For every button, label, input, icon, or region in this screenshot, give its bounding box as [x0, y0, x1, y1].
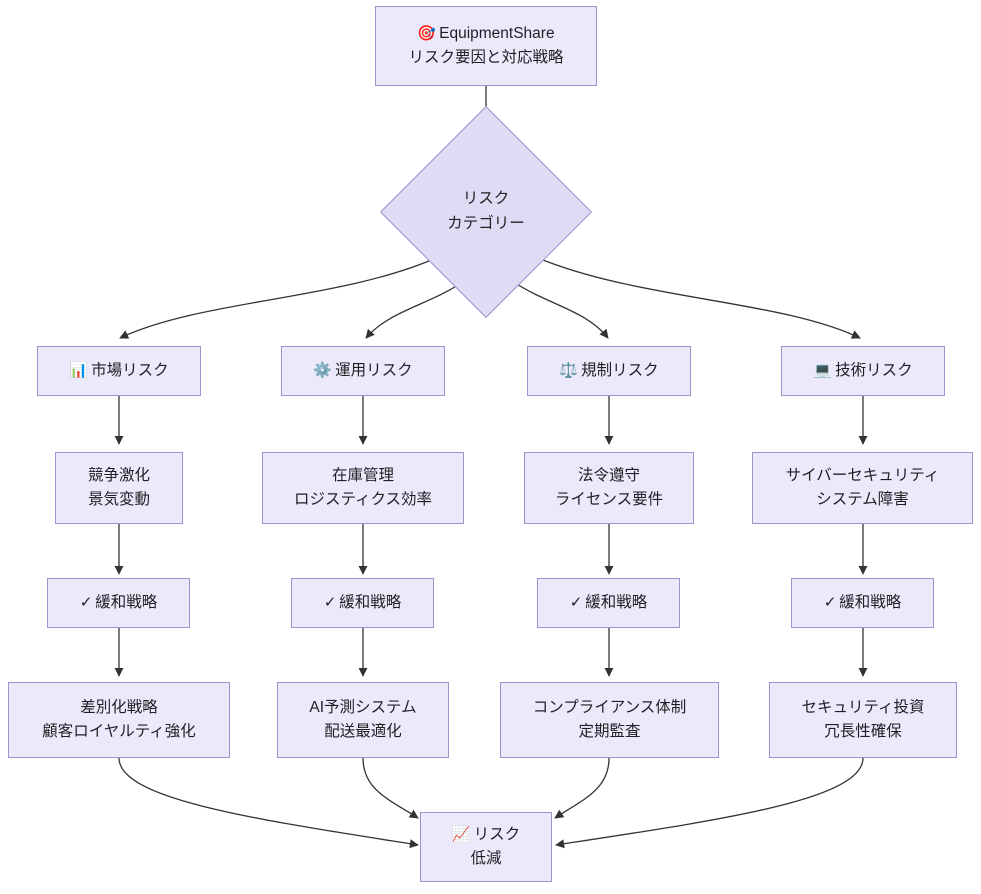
category-operation-content: ⚙️運用リスク — [313, 359, 412, 383]
title-node-subtitle: リスク要因と対応戦略 — [408, 49, 564, 66]
edge-decision-to-market — [119, 257, 437, 339]
balance-scale-icon: ⚖️ — [559, 361, 579, 379]
outcome-line2: 低減 — [470, 850, 502, 867]
mitigation-market-label: 緩和戦略 — [95, 593, 158, 611]
edge-actions-to-outcome-4 — [555, 757, 864, 849]
edge-actions-to-outcome-3 — [554, 757, 610, 819]
action-node-market[interactable]: 差別化戦略 顧客ロイヤルティ強化 — [8, 682, 230, 758]
action-regulatory-line2: 定期監査 — [578, 723, 641, 740]
category-regulatory-label: 規制リスク — [581, 361, 659, 379]
decision-node-label: リスク カテゴリー — [411, 137, 561, 287]
gear-icon: ⚙️ — [313, 361, 333, 379]
category-node-operation[interactable]: ⚙️運用リスク — [281, 346, 445, 396]
mitigation-node-regulatory[interactable]: ✓緩和戦略 — [537, 578, 680, 628]
mitigation-technical-label: 緩和戦略 — [839, 593, 902, 611]
title-node-brand: EquipmentShare — [439, 24, 555, 42]
edge-decision-to-regulatory — [511, 280, 609, 339]
action-regulatory-line1: コンプライアンス体制 — [532, 698, 687, 716]
action-market-line1: 差別化戦略 — [80, 698, 158, 716]
mitigation-technical-content: ✓緩和戦略 — [824, 591, 902, 615]
check-icon: ✓ — [569, 593, 583, 611]
action-technical-line2: 冗長性確保 — [824, 723, 902, 740]
decision-node[interactable]: リスク カテゴリー — [379, 105, 593, 319]
mitigation-node-market[interactable]: ✓緩和戦略 — [47, 578, 190, 628]
outcome-node[interactable]: 📈リスク 低減 — [420, 812, 552, 882]
risk-regulatory-line2: ライセンス要件 — [554, 491, 664, 508]
risk-operation-line1: 在庫管理 — [331, 466, 394, 484]
laptop-icon: 💻 — [813, 361, 833, 379]
category-node-regulatory[interactable]: ⚖️規制リスク — [527, 346, 691, 396]
risk-node-regulatory[interactable]: 法令遵守 ライセンス要件 — [524, 452, 694, 524]
category-technical-label: 技術リスク — [835, 361, 913, 379]
bar-chart-icon: 📊 — [69, 361, 89, 379]
mitigation-operation-label: 緩和戦略 — [339, 593, 402, 611]
mitigation-market-content: ✓緩和戦略 — [80, 591, 158, 615]
risk-regulatory-line1: 法令遵守 — [577, 466, 640, 484]
mitigation-node-technical[interactable]: ✓緩和戦略 — [791, 578, 934, 628]
action-node-operation[interactable]: AI予測システム 配送最適化 — [277, 682, 449, 758]
category-operation-label: 運用リスク — [335, 361, 413, 379]
risk-technical-line2: システム障害 — [816, 491, 909, 508]
title-node[interactable]: 🎯EquipmentShare リスク要因と対応戦略 — [375, 6, 597, 86]
risk-market-line2: 景気変動 — [87, 491, 150, 508]
action-node-regulatory[interactable]: コンプライアンス体制 定期監査 — [500, 682, 719, 758]
outcome-line1: リスク — [473, 825, 521, 843]
dart-target-icon: 🎯 — [417, 24, 437, 42]
category-market-content: 📊市場リスク — [69, 359, 168, 383]
mitigation-regulatory-content: ✓緩和戦略 — [570, 591, 648, 615]
action-operation-line1: AI予測システム — [309, 698, 417, 716]
outcome-line1-content: 📈リスク — [452, 823, 520, 847]
category-node-technical[interactable]: 💻技術リスク — [781, 346, 945, 396]
action-market-line2: 顧客ロイヤルティ強化 — [42, 723, 196, 740]
action-node-technical[interactable]: セキュリティ投資 冗長性確保 — [769, 682, 957, 758]
mitigation-regulatory-label: 緩和戦略 — [585, 593, 648, 611]
risk-operation-line2: ロジスティクス効率 — [293, 491, 433, 508]
risk-node-operation[interactable]: 在庫管理 ロジスティクス効率 — [262, 452, 464, 524]
category-regulatory-content: ⚖️規制リスク — [559, 359, 658, 383]
risk-market-line1: 競争激化 — [87, 466, 150, 484]
edge-decision-to-operation — [365, 280, 465, 339]
check-icon: ✓ — [79, 593, 93, 611]
risk-node-market[interactable]: 競争激化 景気変動 — [55, 452, 183, 524]
edge-actions-to-outcome-2 — [362, 757, 419, 819]
category-market-label: 市場リスク — [91, 361, 169, 379]
decision-node-line1: リスク — [462, 190, 510, 208]
category-node-market[interactable]: 📊市場リスク — [37, 346, 201, 396]
risk-node-technical[interactable]: サイバーセキュリティ システム障害 — [752, 452, 973, 524]
decision-node-line2: カテゴリー — [447, 215, 525, 232]
risk-technical-line1: サイバーセキュリティ — [785, 466, 940, 484]
chart-increasing-icon: 📈 — [451, 825, 471, 843]
check-icon: ✓ — [823, 593, 837, 611]
mitigation-operation-content: ✓緩和戦略 — [324, 591, 402, 615]
edge-actions-to-outcome-1 — [118, 757, 419, 849]
mitigation-node-operation[interactable]: ✓緩和戦略 — [291, 578, 434, 628]
check-icon: ✓ — [323, 593, 337, 611]
edge-decision-to-technical — [537, 257, 861, 339]
category-technical-content: 💻技術リスク — [813, 359, 912, 383]
title-node-line1: 🎯EquipmentShare — [417, 22, 554, 46]
action-technical-line1: セキュリティ投資 — [801, 698, 925, 716]
action-operation-line2: 配送最適化 — [324, 723, 402, 740]
